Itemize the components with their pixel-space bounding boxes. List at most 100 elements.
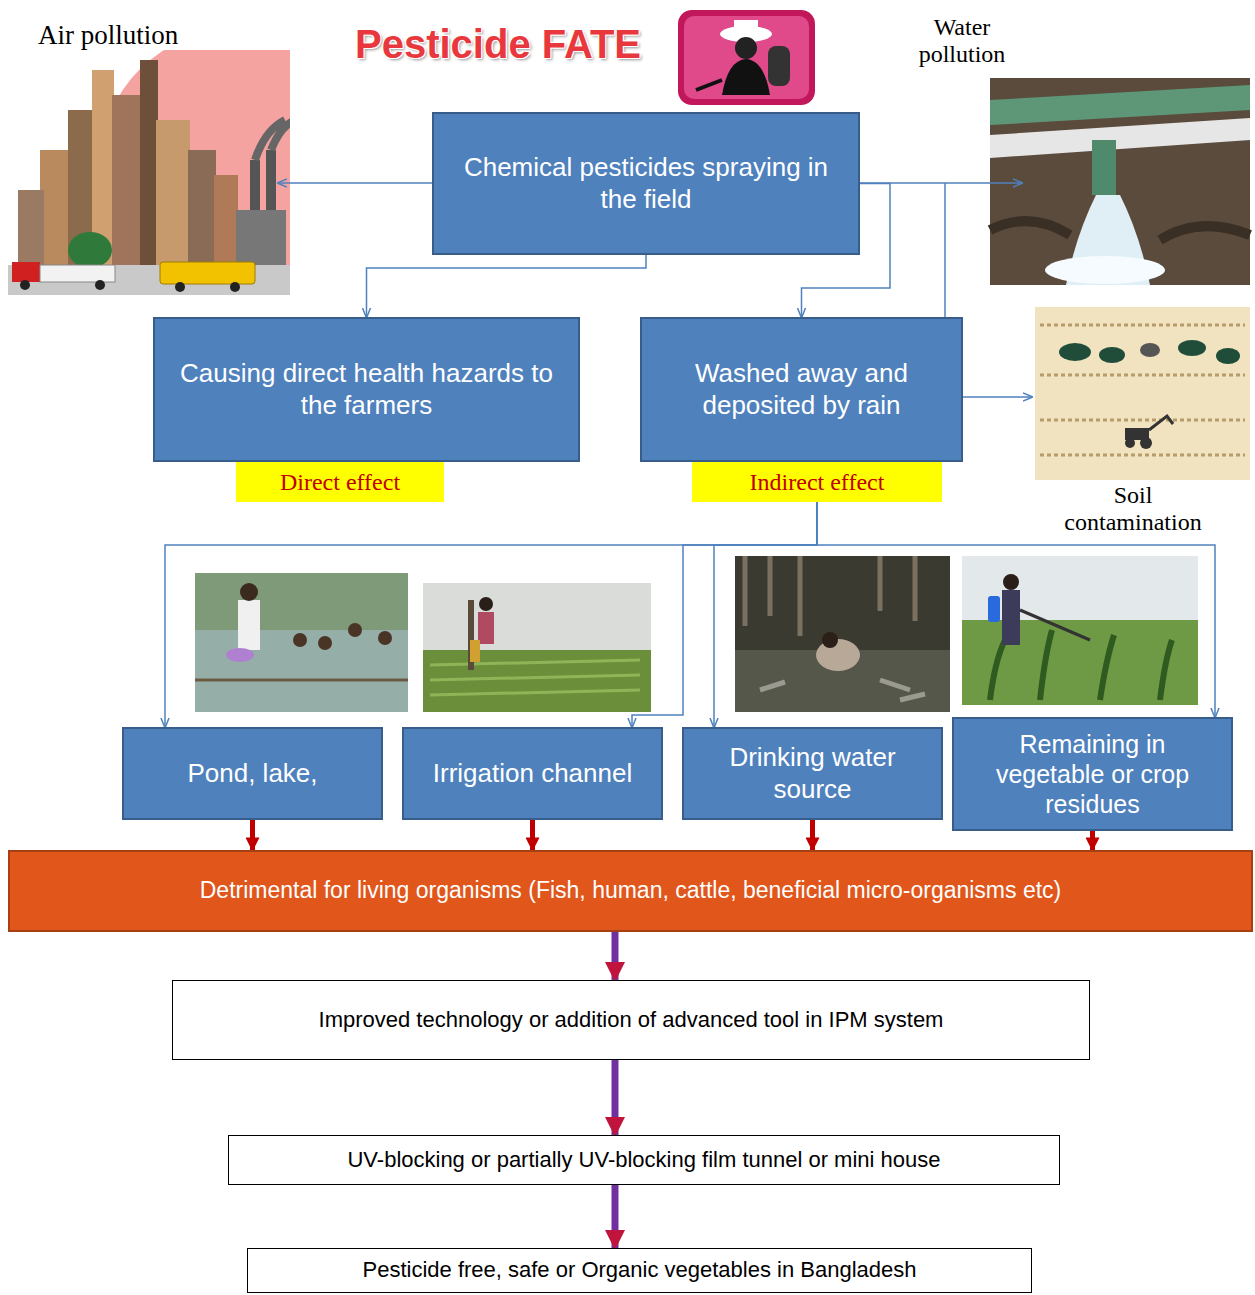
box-text: Detrimental for living organisms (Fish, … (200, 877, 1062, 905)
sprayer-icon (696, 80, 722, 90)
process-box: Drinking water source (682, 727, 943, 820)
process-box: Irrigation channel (402, 727, 663, 820)
diagram-title: Pesticide FATE (355, 22, 641, 67)
text-holder: UV-blocking or partially UV-blocking fil… (347, 1147, 940, 1173)
city-illustration (188, 150, 216, 265)
box-text: Direct effect (280, 468, 400, 497)
city-illustration (236, 210, 286, 265)
sprayer-icon (722, 59, 770, 95)
irrigation-photo (423, 583, 651, 712)
water-pollution-photo (1092, 140, 1116, 195)
text-holder: Improved technology or addition of advan… (319, 1007, 944, 1033)
drinking-water-photo (816, 639, 860, 671)
step-box: Pesticide free, safe or Organic vegetabl… (247, 1248, 1032, 1293)
city-illustration (20, 280, 30, 290)
text-holder: Detrimental for living organisms (Fish, … (200, 877, 1062, 905)
soil-field-illustration (1035, 307, 1250, 480)
city-illustration (175, 282, 185, 292)
impact-arrow (530, 820, 535, 850)
vegetable-field-photo (1002, 590, 1020, 645)
city-illustration (12, 262, 40, 282)
box-text: UV-blocking or partially UV-blocking fil… (347, 1147, 940, 1173)
pond-photo (195, 679, 408, 682)
pollution-leader-lines (963, 396, 1032, 398)
city-illustration (160, 262, 255, 284)
vegetable-field-photo (1020, 610, 1090, 640)
process-box: Pond, lake, (122, 727, 383, 820)
soil-field-illustration (1140, 437, 1152, 449)
irrigation-photo (470, 640, 480, 662)
soil-field-illustration (1216, 348, 1240, 364)
impact-arrow (1090, 831, 1095, 850)
picture-caption: Water pollution (892, 14, 1032, 68)
sprayer-icon (678, 10, 815, 105)
solution-arrow (612, 1060, 619, 1135)
effect-tag: Direct effect (236, 462, 444, 502)
pond-photo (240, 583, 258, 601)
box-text: Chemical pesticides spraying in the fiel… (444, 152, 848, 214)
pond-photo (293, 633, 307, 647)
text-holder: Chemical pesticides spraying in the fiel… (444, 152, 848, 214)
irrigation-photo (430, 660, 640, 695)
soil-field-illustration (1140, 343, 1160, 357)
city-illustration (95, 280, 105, 290)
irrigation-photo (478, 612, 494, 644)
drinking-water-photo (735, 556, 950, 712)
irrigation-photo (479, 597, 493, 611)
soil-field-illustration (1035, 307, 1250, 480)
flow-connector (367, 255, 647, 317)
pond-photo (348, 623, 362, 637)
pond-photo (195, 573, 408, 712)
flow-connector (714, 502, 817, 727)
soil-field-illustration (1125, 438, 1135, 448)
step-box: Improved technology or addition of advan… (172, 980, 1090, 1060)
box-text: Causing direct health hazards to the far… (165, 358, 568, 420)
flow-connector (632, 502, 817, 727)
city-illustration (40, 265, 115, 282)
text-holder: Remaining in vegetable or crop residues (964, 729, 1221, 819)
drinking-water-photo (745, 556, 915, 636)
water-pollution-photo (1045, 256, 1165, 284)
water-pollution-photo (990, 118, 1250, 158)
picture-caption: Air pollution (38, 20, 258, 50)
soil-field-illustration (1040, 325, 1245, 455)
drinking-water-photo (760, 680, 925, 700)
pond-photo (195, 630, 408, 712)
vegetable-field-photo (962, 620, 1198, 705)
impact-arrow (250, 820, 255, 850)
sprayer-icon (735, 37, 757, 59)
city-illustration (100, 50, 290, 295)
pond-photo (226, 648, 254, 662)
city-illustration (40, 150, 70, 265)
text-holder: Pond, lake, (187, 758, 317, 789)
water-pollution-photo (990, 78, 1250, 285)
text-holder: Irrigation channel (433, 758, 632, 789)
effect-tag: Indirect effect (692, 462, 942, 502)
water-pollution-photo (990, 85, 1250, 125)
vegetable-field-photo (988, 596, 1000, 622)
irrigation-photo (423, 650, 651, 712)
city-illustration (68, 232, 112, 268)
text-holder: Washed away and deposited by rain (652, 358, 951, 420)
box-text: Irrigation channel (433, 758, 632, 789)
vegetable-field-photo (962, 556, 1198, 705)
vegetable-field-photo (1003, 574, 1019, 590)
text-holder: Indirect effect (750, 468, 885, 497)
sprayer-icon (684, 16, 809, 99)
soil-field-illustration (1178, 340, 1206, 356)
water-pollution-photo (990, 78, 1250, 285)
picture-caption: Soil contamination (1048, 482, 1218, 536)
pond-photo (318, 636, 332, 650)
drinking-water-photo (822, 632, 838, 648)
solution-arrow (612, 932, 619, 980)
flow-connector (165, 502, 817, 727)
process-box: Washed away and deposited by rain (640, 317, 963, 462)
text-holder: Causing direct health hazards to the far… (165, 358, 568, 420)
box-text: Washed away and deposited by rain (652, 358, 951, 420)
city-illustration (214, 175, 238, 265)
process-box: Chemical pesticides spraying in the fiel… (432, 112, 860, 255)
city-illustration (255, 120, 290, 160)
soil-field-illustration (1099, 347, 1125, 363)
process-box: Remaining in vegetable or crop residues (952, 717, 1233, 831)
